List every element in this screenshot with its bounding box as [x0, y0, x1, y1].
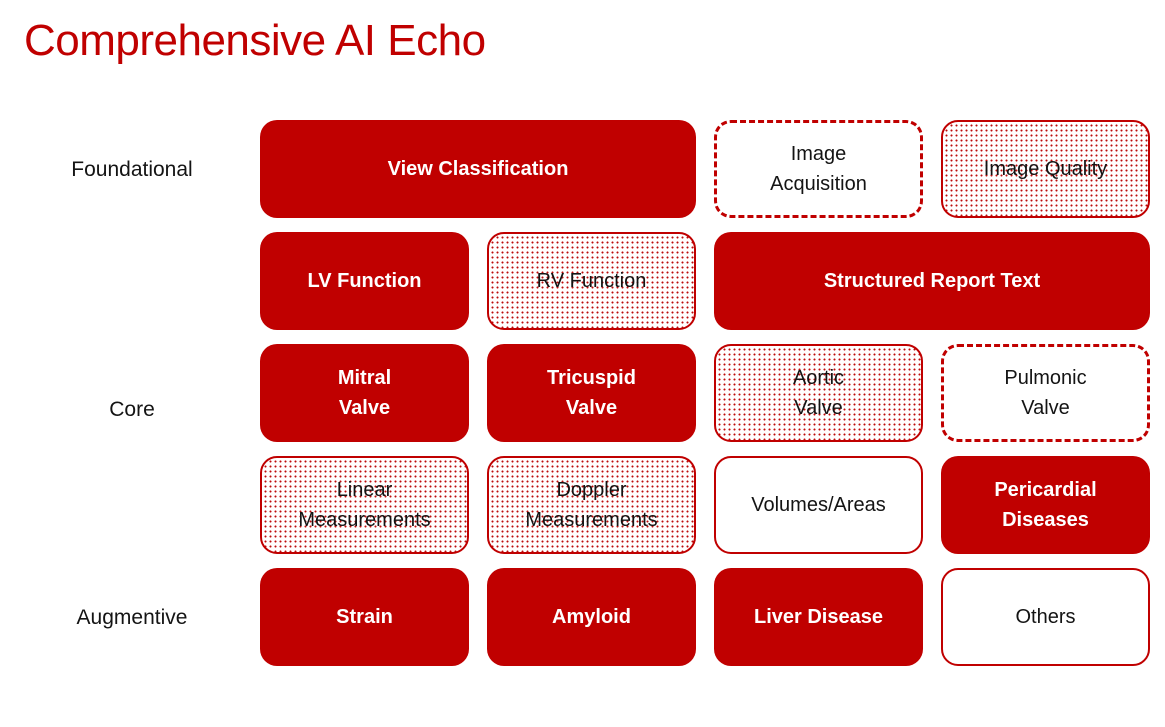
- box-strain: Strain: [260, 568, 469, 666]
- box-view-classification: View Classification: [260, 120, 696, 218]
- box-rv-function: RV Function: [487, 232, 696, 330]
- box-amyloid: Amyloid: [487, 568, 696, 666]
- page-title: Comprehensive AI Echo: [24, 16, 486, 65]
- box-aortic-valve: Aortic Valve: [714, 344, 923, 442]
- row-label-core: Core: [109, 398, 155, 421]
- box-volumes-areas: Volumes/Areas: [714, 456, 923, 554]
- row-label-foundational: Foundational: [71, 158, 193, 181]
- box-doppler-measurements: Doppler Measurements: [487, 456, 696, 554]
- box-pulmonic-valve: Pulmonic Valve: [941, 344, 1150, 442]
- box-image-quality: Image Quality: [941, 120, 1150, 218]
- box-tricuspid-valve: Tricuspid Valve: [487, 344, 696, 442]
- box-mitral-valve: Mitral Valve: [260, 344, 469, 442]
- box-lv-function: LV Function: [260, 232, 469, 330]
- row-label-augmentive: Augmentive: [76, 606, 188, 629]
- box-others: Others: [941, 568, 1150, 666]
- capability-grid: View Classification Image Acquisition Im…: [260, 120, 1150, 666]
- box-image-acquisition: Image Acquisition: [714, 120, 923, 218]
- box-pericardial-diseases: Pericardial Diseases: [941, 456, 1150, 554]
- box-liver-disease: Liver Disease: [714, 568, 923, 666]
- box-linear-measurements: Linear Measurements: [260, 456, 469, 554]
- box-structured-report-text: Structured Report Text: [714, 232, 1150, 330]
